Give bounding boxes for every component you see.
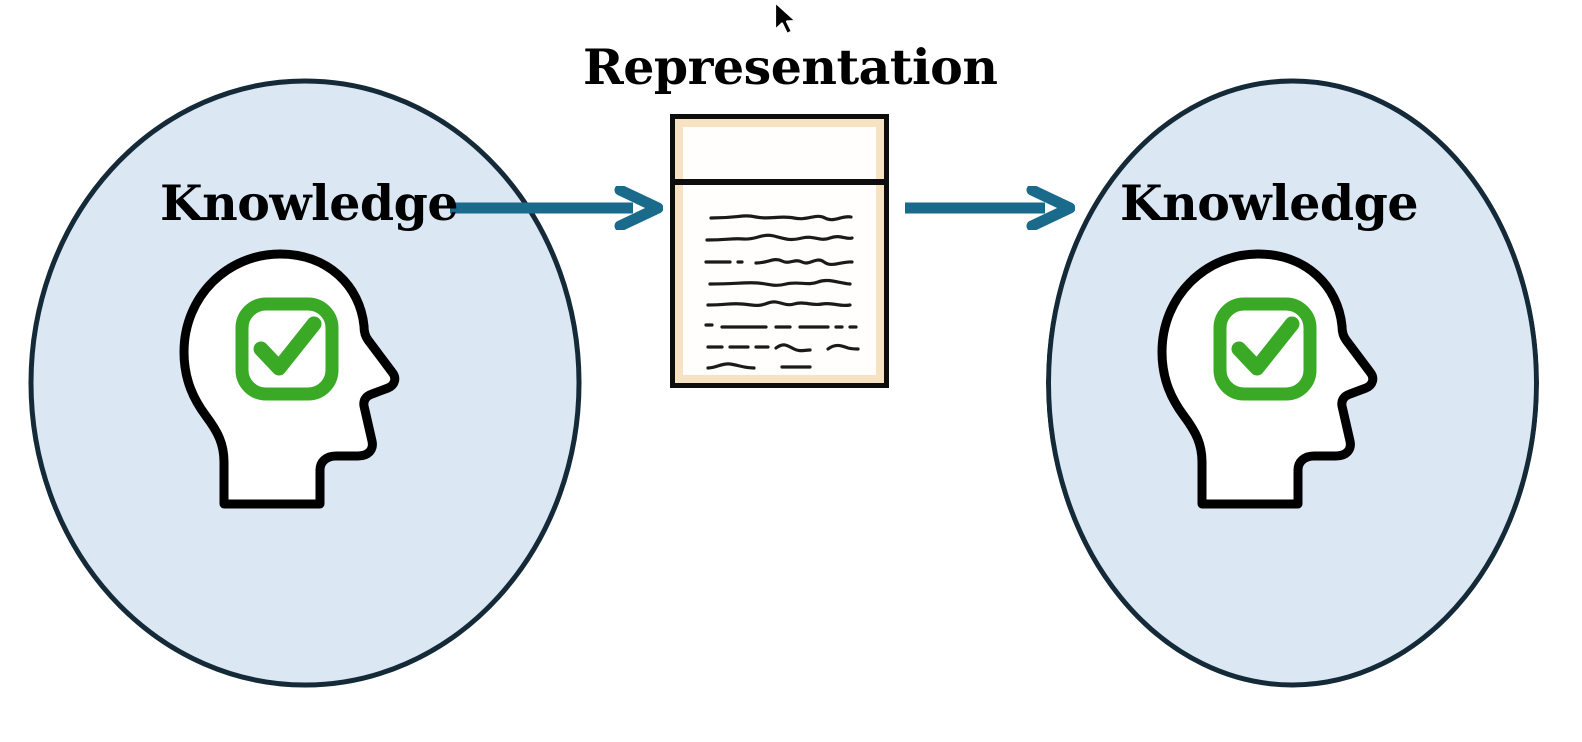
document-icon: [670, 114, 889, 388]
head-with-check-icon: [179, 249, 400, 509]
representation-title: Representation: [583, 38, 998, 96]
right-knowledge-label: Knowledge: [1120, 174, 1419, 232]
arrow-representation-to-knowledge: [905, 186, 1075, 230]
mouse-pointer-icon: [773, 0, 798, 36]
doc-text-lines: [704, 214, 860, 370]
arrow-knowledge-to-representation: [450, 186, 663, 230]
left-knowledge-label: Knowledge: [160, 174, 459, 232]
head-with-check-icon: [1157, 249, 1378, 509]
